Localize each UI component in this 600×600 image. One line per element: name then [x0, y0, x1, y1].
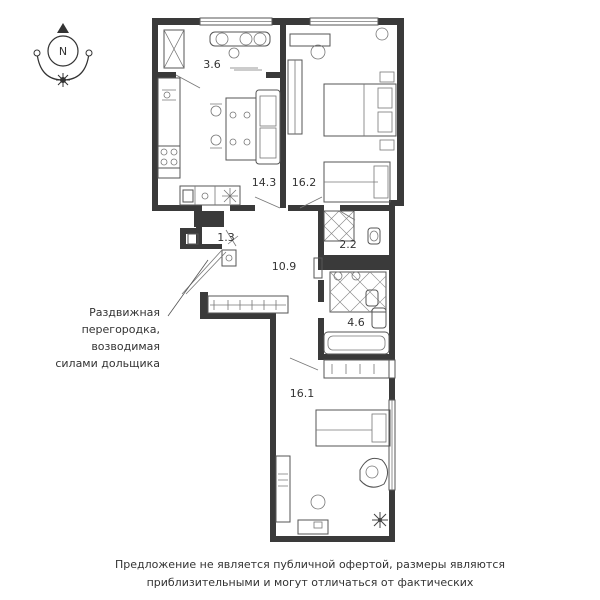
storage-furniture: [187, 229, 239, 267]
note-line-4: силами дольщика: [55, 357, 160, 370]
area-label-second-room: 16.1: [290, 387, 315, 400]
area-label-bathroom: 4.6: [347, 316, 365, 329]
toilet-room: [323, 210, 381, 245]
note-line-2: перегородка,: [81, 323, 160, 336]
area-label-balcony: 3.6: [203, 58, 221, 71]
area-labels: 3.6 14.3 16.2 1.3 10.9 2.2 4.6 16.1: [203, 58, 365, 400]
compass-icon: N: [33, 23, 93, 87]
windows: [199, 17, 396, 491]
disclaimer-line-1: Предложение не является публичной оферто…: [115, 558, 505, 571]
area-label-hallway: 10.9: [272, 260, 297, 273]
sun-icon: [56, 73, 70, 87]
partition-note: Раздвижная перегородка, возводимая силам…: [30, 304, 160, 372]
walls: [152, 18, 404, 542]
kitchen-furniture: [157, 74, 281, 209]
note-leader-line: [167, 259, 209, 317]
disclaimer: Предложение не является публичной оферто…: [40, 556, 580, 592]
area-label-bedroom: 16.2: [292, 176, 317, 189]
bathroom-room: [313, 257, 390, 355]
compass-north-label: N: [59, 45, 67, 58]
hallway-wardrobe: [181, 249, 289, 314]
second-room-furniture: [275, 357, 391, 535]
plant-icon: [372, 512, 388, 528]
note-line-3: возводимая: [91, 340, 160, 353]
disclaimer-line-2: приблизительными и могут отличаться от ф…: [146, 576, 474, 589]
balcony-furniture: [163, 29, 271, 71]
area-label-storage: 1.3: [217, 231, 235, 244]
area-label-kitchen-living: 14.3: [252, 176, 277, 189]
bedroom-furniture: [287, 27, 397, 209]
note-line-1: Раздвижная: [89, 306, 160, 319]
area-label-toilet: 2.2: [339, 238, 357, 251]
